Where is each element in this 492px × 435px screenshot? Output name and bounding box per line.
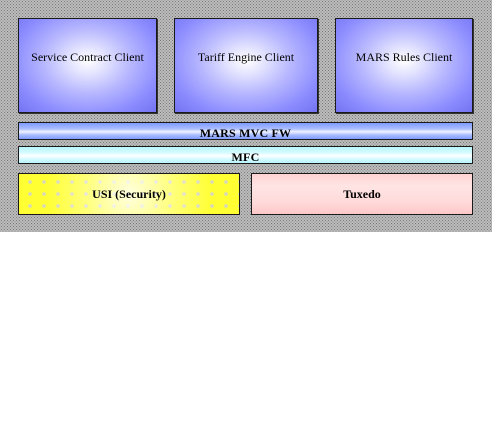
usi-security-box: USI (Security): [18, 173, 240, 215]
usi-security-label: USI (Security): [92, 186, 166, 201]
service-contract-client-label: Service Contract Client: [31, 50, 144, 64]
tariff-engine-client-box: Tariff Engine Client: [174, 18, 318, 113]
service-contract-client-box: Service Contract Client: [18, 18, 157, 113]
mars-mvc-fw-layer: MARS MVC FW: [18, 122, 473, 140]
mars-rules-client-box: MARS Rules Client: [335, 18, 473, 113]
tuxedo-box: Tuxedo: [251, 173, 473, 215]
mfc-layer: MFC: [18, 146, 473, 164]
mars-rules-client-label: MARS Rules Client: [355, 50, 453, 64]
tuxedo-label: Tuxedo: [343, 186, 381, 201]
mfc-label: MFC: [231, 150, 260, 164]
mars-mvc-fw-label: MARS MVC FW: [199, 126, 292, 140]
tariff-engine-client-label: Tariff Engine Client: [197, 50, 295, 64]
